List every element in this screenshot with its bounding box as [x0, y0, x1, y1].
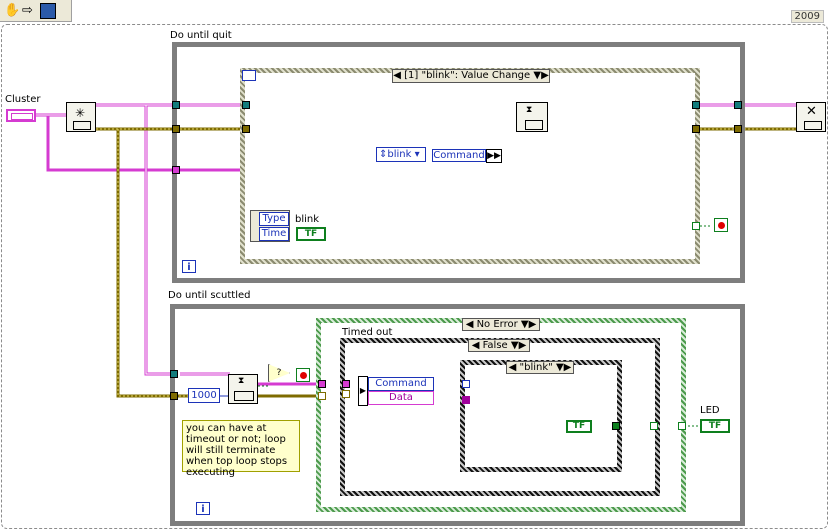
bottom-loop-stop-terminal[interactable] — [296, 368, 310, 382]
case-selector-terminal — [462, 380, 470, 388]
case-prev-icon[interactable]: ◀ — [465, 319, 474, 330]
top-loop-stop-terminal[interactable] — [714, 218, 728, 232]
tunnel — [172, 125, 180, 133]
data-tunnel — [462, 396, 470, 404]
tunnel — [650, 422, 658, 430]
enum-arrows-icon: ⇕ — [379, 149, 388, 160]
obtain-queue-node[interactable]: ✳ — [66, 102, 96, 132]
top-while-loop[interactable] — [172, 42, 745, 283]
unbundle-command-field[interactable]: Command — [368, 377, 434, 391]
tunnel — [692, 101, 700, 109]
block-diagram-frame — [1, 24, 828, 529]
bottom-loop-iteration-icon: i — [196, 502, 210, 515]
unbundle-by-name-node[interactable]: ▶ — [358, 376, 368, 406]
tunnel — [172, 101, 180, 109]
cluster-label: Cluster — [5, 94, 41, 105]
bundle-command-field[interactable]: Command — [432, 149, 486, 162]
tunnel — [242, 125, 250, 133]
tunnel — [342, 380, 350, 388]
tunnel — [678, 422, 686, 430]
event-time-field: Time — [259, 227, 289, 241]
timeout-constant[interactable]: 1000 — [188, 388, 220, 403]
top-loop-title: Do until quit — [170, 30, 232, 41]
tunnel — [170, 392, 178, 400]
blink-control-label: blink — [295, 214, 320, 225]
led-indicator-terminal[interactable]: TF — [700, 419, 730, 433]
version-label: 2009 — [790, 10, 824, 23]
data-boolean-terminal[interactable]: TF — [566, 420, 592, 433]
chevron-down-icon: ▾ — [411, 149, 420, 160]
diagram-toolbar: ✋ ⇨ — [0, 0, 72, 22]
bottom-loop-title: Do until scuttled — [168, 290, 251, 301]
tunnel — [342, 390, 350, 398]
event-data-node: Type Time — [250, 210, 290, 242]
blink-enum-constant[interactable]: ⇕blink ▾ — [376, 147, 426, 162]
top-loop-iteration-icon: i — [182, 260, 196, 273]
hand-tool-icon[interactable]: ✋ — [4, 2, 21, 18]
tunnel — [318, 380, 326, 388]
led-label: LED — [700, 405, 720, 416]
false-case-selector[interactable]: ◀ False ▼▶ — [468, 339, 530, 352]
case-prev-icon[interactable]: ◀ — [508, 362, 517, 373]
tunnel — [692, 125, 700, 133]
tunnel — [172, 166, 180, 174]
command-case-structure[interactable] — [460, 360, 622, 472]
cluster-control[interactable] — [6, 109, 36, 122]
unbundle-data-field[interactable]: Data — [368, 391, 434, 405]
tunnel — [734, 101, 742, 109]
event-type-field: Type — [259, 212, 289, 226]
arrow-icon[interactable]: ⇨ — [22, 2, 33, 18]
tunnel — [612, 422, 620, 430]
case-prev-icon[interactable]: ◀ — [471, 340, 480, 351]
event-selector[interactable]: ◀ [1] "blink": Value Change ▼▶ — [392, 69, 550, 83]
blink-boolean-terminal[interactable]: TF — [296, 227, 326, 241]
enqueue-element-node[interactable]: ⧗ — [516, 102, 548, 132]
tunnel — [734, 125, 742, 133]
event-selector-dropdown-icon[interactable]: ▼▶ — [533, 70, 549, 81]
tunnel — [170, 370, 178, 378]
case-selector-error-terminal — [318, 392, 326, 400]
bundle-by-name-node[interactable]: ▶▶ — [486, 149, 502, 163]
tunnel — [242, 101, 250, 109]
event-timeout-icon — [242, 70, 256, 81]
command-case-selector[interactable]: ◀ "blink" ▼▶ — [506, 361, 574, 374]
case-next-icon[interactable]: ▼▶ — [510, 340, 527, 351]
tools-palette-icon[interactable] — [40, 2, 56, 19]
timed-out-label: Timed out — [342, 327, 393, 338]
timeout-comment: you can have at timeout or not; loop wil… — [182, 420, 300, 478]
case-next-icon[interactable]: ▼▶ — [555, 362, 572, 373]
dequeue-element-node[interactable]: ⧗ — [228, 374, 258, 404]
event-selector-prev-icon[interactable]: ◀ — [393, 70, 401, 81]
case-next-icon[interactable]: ▼▶ — [520, 319, 537, 330]
top-stop-tunnel — [692, 222, 700, 230]
release-queue-node[interactable]: ✕ — [796, 102, 826, 132]
bottom-while-loop[interactable] — [170, 304, 745, 526]
error-case-selector[interactable]: ◀ No Error ▼▶ — [462, 318, 540, 331]
